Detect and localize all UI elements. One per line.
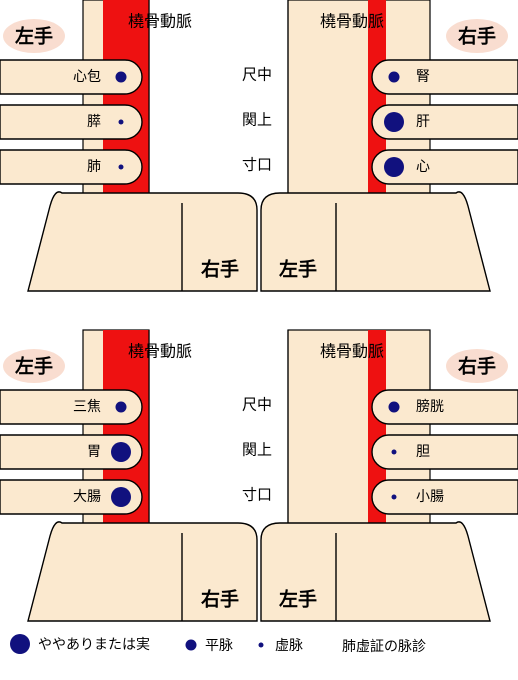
left-hand-badge-label: 左手	[15, 355, 53, 378]
position-label: 寸口	[242, 156, 272, 174]
right-pulse-dot	[388, 401, 400, 413]
right-hand-badge	[446, 19, 508, 53]
left-organ-label: 膵	[87, 114, 101, 130]
left-organ-label: 三焦	[73, 399, 101, 415]
left-pulse-dot	[115, 71, 127, 83]
thumb-label-right: 左手	[279, 258, 317, 281]
legend-caption: 肺虚証の脉診	[342, 639, 426, 655]
left-pulse-dot	[111, 487, 131, 507]
legend-small-label: 虚脉	[275, 638, 303, 654]
left-finger	[0, 104, 143, 140]
left-organ-label: 大腸	[73, 489, 101, 505]
left-pulse-dot	[118, 119, 124, 125]
right-finger	[371, 59, 518, 95]
right-finger	[371, 434, 518, 470]
right-pulse-dot	[384, 157, 404, 177]
right-hand-badge-label: 右手	[457, 355, 496, 378]
diagram-2: 橈骨動脈橈骨動脈左手右手三焦膀胱尺中胃胆関上大腸小腸寸口右手左手	[0, 329, 518, 622]
diagram-1: 橈骨動脈橈骨動脈左手右手心包腎尺中膵肝関上肺心寸口右手左手	[0, 0, 518, 292]
right-artery	[368, 0, 386, 198]
right-finger	[371, 479, 518, 515]
right-hand-badge	[446, 349, 508, 383]
left-pulse-dot	[111, 442, 131, 462]
right-pulse-dot	[391, 449, 397, 455]
left-thumb	[27, 191, 258, 292]
artery-label-right: 橈骨動脈	[320, 12, 384, 31]
left-hand-badge-label: 左手	[15, 25, 53, 48]
position-label: 関上	[242, 111, 272, 129]
left-hand-badge	[3, 349, 65, 383]
right-organ-label: 膀胱	[416, 398, 444, 415]
right-organ-label: 胆	[416, 444, 430, 460]
position-label: 尺中	[242, 66, 272, 84]
right-pulse-dot	[384, 112, 404, 132]
right-organ-label: 小腸	[416, 489, 444, 505]
left-finger	[0, 59, 143, 95]
left-finger	[0, 434, 143, 470]
right-hand-badge-label: 右手	[457, 25, 496, 48]
left-finger	[0, 149, 143, 185]
right-organ-label: 腎	[416, 69, 430, 85]
left-finger	[0, 389, 143, 425]
left-hand-badge	[3, 19, 65, 53]
left-finger	[0, 479, 143, 515]
legend-medium-label: 平脉	[205, 638, 233, 654]
artery-label-left: 橈骨動脈	[128, 342, 192, 361]
left-organ-label: 心包	[73, 69, 101, 85]
right-finger	[371, 389, 518, 425]
legend: ややありまたは実 平脉 虚脉 肺虚証の脉診	[10, 634, 426, 655]
thumb-label-right: 左手	[279, 588, 317, 611]
legend-medium-dot	[185, 639, 197, 651]
left-thumb	[27, 521, 258, 622]
left-pulse-dot	[115, 401, 127, 413]
left-organ-label: 肺	[87, 159, 101, 175]
position-label: 尺中	[242, 396, 272, 414]
legend-small-dot	[258, 642, 264, 648]
right-finger	[371, 104, 518, 140]
left-pulse-dot	[118, 164, 124, 170]
thumb-label-left: 右手	[200, 588, 239, 611]
right-finger	[371, 149, 518, 185]
right-pulse-dot	[391, 494, 397, 500]
right-organ-label: 肝	[416, 114, 430, 130]
legend-large-label: ややありまたは実	[38, 637, 150, 653]
position-label: 関上	[242, 441, 272, 459]
artery-label-left: 橈骨動脈	[128, 12, 192, 31]
right-thumb	[260, 521, 491, 622]
right-pulse-dot	[388, 71, 400, 83]
left-organ-label: 胃	[87, 444, 101, 460]
right-artery	[368, 330, 386, 528]
right-organ-label: 心	[416, 159, 430, 175]
position-label: 寸口	[242, 486, 272, 504]
thumb-label-left: 右手	[200, 258, 239, 281]
legend-large-dot	[10, 634, 30, 654]
artery-label-right: 橈骨動脈	[320, 342, 384, 361]
right-thumb	[260, 191, 491, 292]
